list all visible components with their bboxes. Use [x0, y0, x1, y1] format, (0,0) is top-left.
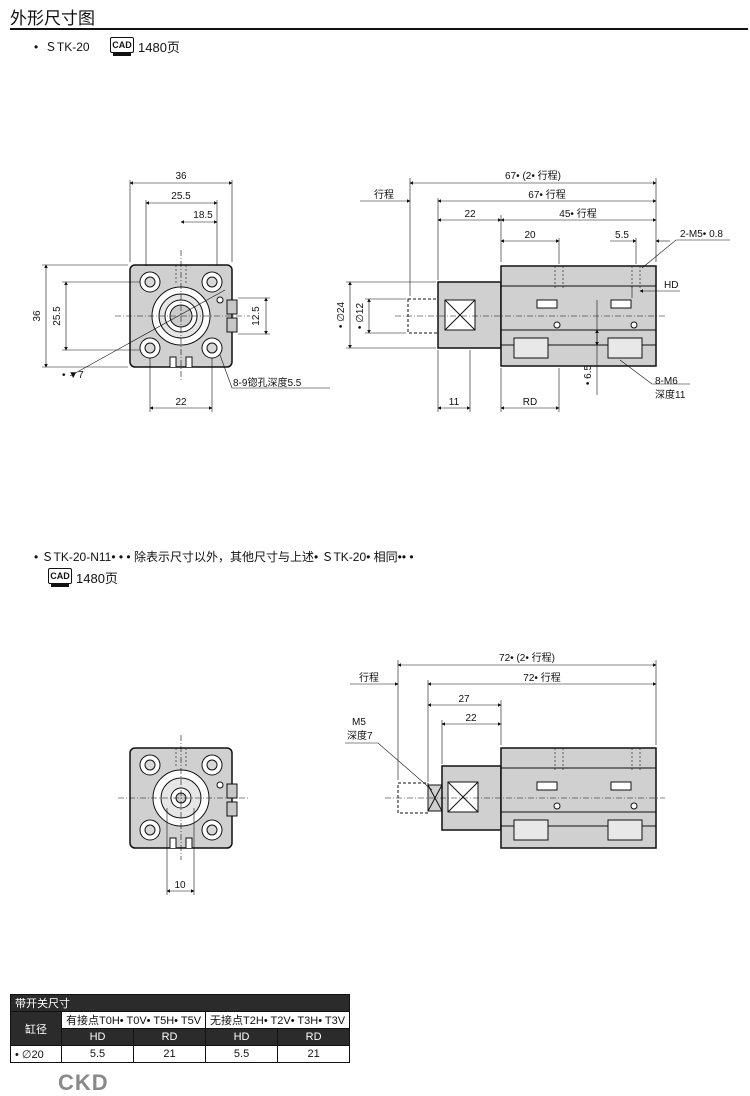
dim-total-72: 72• (2• 行程) [499, 651, 555, 664]
model-note-n11: • ＳTK-20-N11• • • 除表示尺寸以外，其他尺寸与上述• ＳTK-2… [34, 550, 414, 564]
switch-dimension-table: 带开关尺寸 缸径 有接点T0H• T0V• T5H• T5V 无接点T2H• T… [9, 994, 351, 1063]
dim-36-width: 36 [175, 171, 187, 182]
contact-group-header: 有接点T0H• T0V• T5H• T5V [60, 1011, 207, 1029]
front-view-1-dimensions [42, 180, 330, 412]
dim-phi-24: • ∅24 [336, 302, 347, 329]
dim-72-stroke: 72• 行程 [523, 671, 560, 684]
hd-header-1: HD [60, 1028, 135, 1046]
dim-36-height: 36 [32, 310, 43, 322]
dim-phi-7: • ▼7 [62, 370, 84, 381]
tap-spec: 8-M6 [655, 376, 678, 387]
dim-18-5: 18.5 [193, 210, 213, 221]
table-row: • ∅20 5.5 21 5.5 21 [10, 1045, 351, 1063]
rd-value-1: 21 [133, 1045, 207, 1063]
front-view-1 [115, 250, 250, 380]
dim-phi-12: • ∅12 [355, 303, 366, 330]
table-title: 带开关尺寸 [9, 994, 351, 1012]
thread-depth: 深度7 [347, 729, 373, 742]
hd-label-1: HD [664, 280, 678, 291]
bore-value: • ∅20 [10, 1045, 62, 1063]
dim-67-stroke: 67• 行程 [528, 188, 565, 201]
thread-spec: M5 [352, 717, 366, 728]
dim-22-side2: 22 [465, 713, 477, 724]
bore-header: 缸径 [10, 1011, 62, 1046]
stroke-label-2: 行程 [359, 671, 379, 684]
front-view-1-labels: 36 25.5 18.5 36 25.5 12.5 22 • ▼7 8-9锪孔深… [32, 171, 302, 408]
hd-header-2: HD [205, 1028, 279, 1046]
side-view-2-labels: 72• (2• 行程) 行程 72• 行程 27 22 M5 深度7 [347, 651, 561, 742]
ckd-logo: CKD [58, 1070, 109, 1095]
tap-depth: 深度11 [655, 388, 686, 401]
cad-icon: CAD [110, 37, 134, 56]
dim-25-5-height: 25.5 [52, 306, 63, 326]
dim-22-front: 22 [175, 397, 187, 408]
title-rule [10, 28, 748, 30]
cad-page-1: 1480页 [138, 40, 180, 55]
dim-5-5: 5.5 [615, 230, 629, 241]
stroke-label-1: 行程 [374, 188, 394, 201]
hd-value-1: 5.5 [60, 1045, 135, 1063]
hd-value-2: 5.5 [205, 1045, 279, 1063]
side-view-2-dimensions [345, 660, 657, 791]
dim-total-67: 67• (2• 行程) [505, 169, 561, 182]
front-view-2-labels: 10 [174, 880, 186, 891]
dim-11: 11 [449, 397, 460, 408]
cad-link-2[interactable]: CAD 1480页 [48, 568, 118, 587]
dim-20: 20 [524, 230, 536, 241]
counterbore-note: 8-9锪孔深度5.5 [233, 376, 302, 389]
cad-page-2: 1480页 [76, 571, 118, 586]
contactless-group-header: 无接点T2H• T2V• T3H• T3V [205, 1011, 351, 1029]
dim-45-stroke: 45• 行程 [559, 207, 596, 220]
side-view-2 [385, 747, 665, 849]
dim-25-5-width: 25.5 [171, 191, 191, 202]
rd-label-1: RD [523, 397, 537, 408]
dim-22-side: 22 [464, 209, 476, 220]
model-label-stk20: • ＳTK-20 [34, 40, 90, 54]
side-view-1 [395, 265, 665, 367]
rd-header-2: RD [277, 1028, 351, 1046]
cad-icon: CAD [48, 568, 72, 587]
front-view-2 [118, 735, 248, 860]
rd-header-1: RD [133, 1028, 207, 1046]
dim-12-5: 12.5 [251, 306, 262, 326]
side-view-1-dimensions [346, 178, 730, 412]
front-view-2-dimensions [166, 808, 195, 895]
page-title: 外形尺寸图 [10, 9, 95, 28]
dim-27: 27 [458, 694, 470, 705]
rd-value-2: 21 [277, 1045, 351, 1063]
side-view-1-labels: 67• (2• 行程) 行程 67• 行程 22 45• 行程 20 5.5 2… [336, 169, 723, 408]
dim-6-5: • 6.5 [583, 364, 594, 385]
port-spec: 2-M5• 0.8 [680, 229, 723, 240]
cad-link-1[interactable]: CAD 1480页 [110, 37, 180, 56]
dim-10: 10 [174, 880, 186, 891]
